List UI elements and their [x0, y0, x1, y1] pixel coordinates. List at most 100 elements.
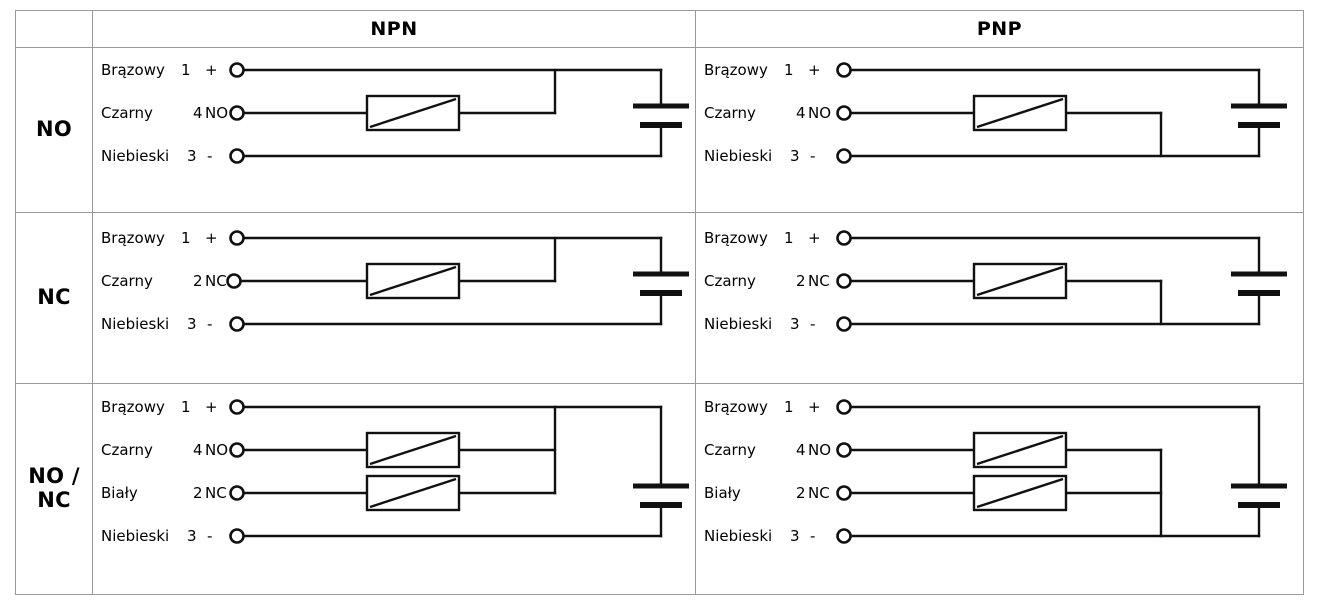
terminal-label-mark: -	[207, 315, 212, 333]
terminal-label-color: Niebieski	[101, 147, 169, 165]
circuit-npn-nc: Brązowy 1 + Czarny 2 NC Niebieski 3 -	[92, 212, 696, 384]
terminal-circle	[836, 62, 852, 78]
terminal-label-pin: 3	[790, 527, 800, 545]
terminal-label-pin: 4	[193, 104, 203, 122]
terminal-circle	[229, 62, 245, 78]
mode-label-no-nc: NO / NC	[15, 383, 93, 595]
circuit-diagram-npn-no-nc: Brązowy 1 + Czarny 4 NO Biały 2 NC Niebi…	[101, 398, 689, 545]
terminal-label-color: Niebieski	[704, 147, 772, 165]
terminal-label-mark: NO	[205, 104, 228, 122]
wiring-table: NPN PNP NO Brązowy 1 + Czarny 4	[15, 10, 1304, 595]
terminal-label-pin: 1	[181, 229, 191, 247]
circuit-diagram-pnp-no: Brązowy 1 + Czarny 4 NO Niebieski 3 -	[704, 61, 1287, 165]
terminal-label-mark: +	[808, 229, 821, 247]
load-symbol-diagonal	[976, 97, 1064, 129]
terminal-label-pin: 4	[796, 104, 806, 122]
mode-line: NO	[35, 117, 73, 142]
load-symbol-diagonal	[976, 477, 1064, 509]
terminal-label-color: Czarny	[101, 272, 153, 290]
terminal-label-pin: 3	[187, 315, 197, 333]
terminal-label-pin: 4	[193, 441, 203, 459]
terminal-circle	[229, 399, 245, 415]
table-row: NC Brązowy 1 + Czarny 2 NC Niebieski 3 -	[15, 212, 1304, 384]
terminal-circle	[836, 230, 852, 246]
terminal-circle	[229, 148, 245, 164]
terminal-label-mark: +	[808, 61, 821, 79]
load-symbol-diagonal	[976, 434, 1064, 466]
terminal-circle	[229, 528, 245, 544]
terminal-label-pin: 2	[796, 272, 806, 290]
terminal-label-mark: +	[205, 61, 218, 79]
terminal-label-mark: +	[205, 229, 218, 247]
terminal-label-pin: 3	[187, 147, 197, 165]
mode-label-nc: NC	[15, 212, 93, 384]
terminal-circle	[836, 399, 852, 415]
circuit-diagram-npn-nc: Brązowy 1 + Czarny 2 NC Niebieski 3 -	[101, 229, 689, 333]
terminal-label-color: Brązowy	[101, 398, 165, 416]
terminal-label-color: Niebieski	[101, 315, 169, 333]
table-row: NO / NC Brązowy 1 + Czarny 4 NO Biały 2 …	[15, 383, 1304, 595]
header-npn: NPN	[92, 10, 696, 48]
load-symbol-diagonal	[369, 477, 457, 509]
circuit-diagram-pnp-nc: Brązowy 1 + Czarny 2 NC Niebieski 3 -	[704, 229, 1287, 333]
terminal-label-pin: 2	[193, 484, 203, 502]
circuit-pnp-nc: Brązowy 1 + Czarny 2 NC Niebieski 3 -	[695, 212, 1304, 384]
terminal-label-mark: NO	[205, 441, 228, 459]
circuit-npn-no: Brązowy 1 + Czarny 4 NO Niebieski 3 -	[92, 47, 696, 213]
mode-line: NO /	[28, 464, 80, 489]
terminal-label-color: Brązowy	[704, 398, 768, 416]
load-symbol	[972, 431, 1068, 469]
circuit-pnp-no-nc: Brązowy 1 + Czarny 4 NO Biały 2 NC Niebi…	[695, 383, 1304, 595]
terminal-label-mark: NO	[808, 441, 831, 459]
terminal-label-color: Czarny	[101, 104, 153, 122]
terminal-label-pin: 3	[187, 527, 197, 545]
terminal-label-mark: NO	[808, 104, 831, 122]
terminal-circle	[229, 442, 245, 458]
terminal-label-mark: -	[207, 147, 212, 165]
terminal-circle	[836, 442, 852, 458]
terminal-circle	[226, 273, 242, 289]
terminal-label-mark: +	[808, 398, 821, 416]
table-header-row: NPN PNP	[15, 10, 1304, 48]
terminal-label-color: Brązowy	[101, 229, 165, 247]
terminal-label-mark: -	[207, 527, 212, 545]
terminal-label-mark: NC	[205, 272, 227, 290]
terminal-circle	[229, 316, 245, 332]
terminal-label-color: Czarny	[101, 441, 153, 459]
terminal-label-color: Brązowy	[101, 61, 165, 79]
terminal-label-mark: +	[205, 398, 218, 416]
terminal-label-mark: -	[810, 147, 815, 165]
terminal-circle	[836, 273, 852, 289]
terminal-circle	[836, 316, 852, 332]
terminal-label-color: Biały	[704, 484, 741, 502]
load-symbol-diagonal	[369, 265, 457, 297]
load-symbol-diagonal	[369, 434, 457, 466]
terminal-label-pin: 2	[796, 484, 806, 502]
table-row: NO Brązowy 1 + Czarny 4 NO Niebieski 3 -	[15, 47, 1304, 213]
header-pnp: PNP	[695, 10, 1304, 48]
terminal-circle	[836, 105, 852, 121]
terminal-circle	[229, 105, 245, 121]
mode-line: NC	[37, 285, 71, 310]
mode-label-no: NO	[15, 47, 93, 213]
load-symbol-diagonal	[369, 97, 457, 129]
circuit-diagram-pnp-no-nc: Brązowy 1 + Czarny 4 NO Biały 2 NC Niebi…	[704, 398, 1287, 545]
terminal-label-color: Czarny	[704, 272, 756, 290]
terminal-label-pin: 3	[790, 315, 800, 333]
terminal-label-pin: 1	[181, 61, 191, 79]
circuit-diagram-npn-no: Brązowy 1 + Czarny 4 NO Niebieski 3 -	[101, 61, 689, 165]
terminal-label-mark: -	[810, 527, 815, 545]
load-symbol-diagonal	[976, 265, 1064, 297]
terminal-label-mark: NC	[808, 272, 830, 290]
terminal-label-pin: 1	[784, 229, 794, 247]
mode-line: NC	[37, 488, 71, 512]
terminal-label-color: Czarny	[704, 441, 756, 459]
terminal-label-color: Biały	[101, 484, 138, 502]
terminal-label-color: Niebieski	[704, 315, 772, 333]
terminal-label-color: Brązowy	[704, 229, 768, 247]
terminal-label-color: Niebieski	[101, 527, 169, 545]
terminal-label-color: Brązowy	[704, 61, 768, 79]
header-blank-cell	[15, 10, 93, 48]
terminal-label-mark: NC	[808, 484, 830, 502]
